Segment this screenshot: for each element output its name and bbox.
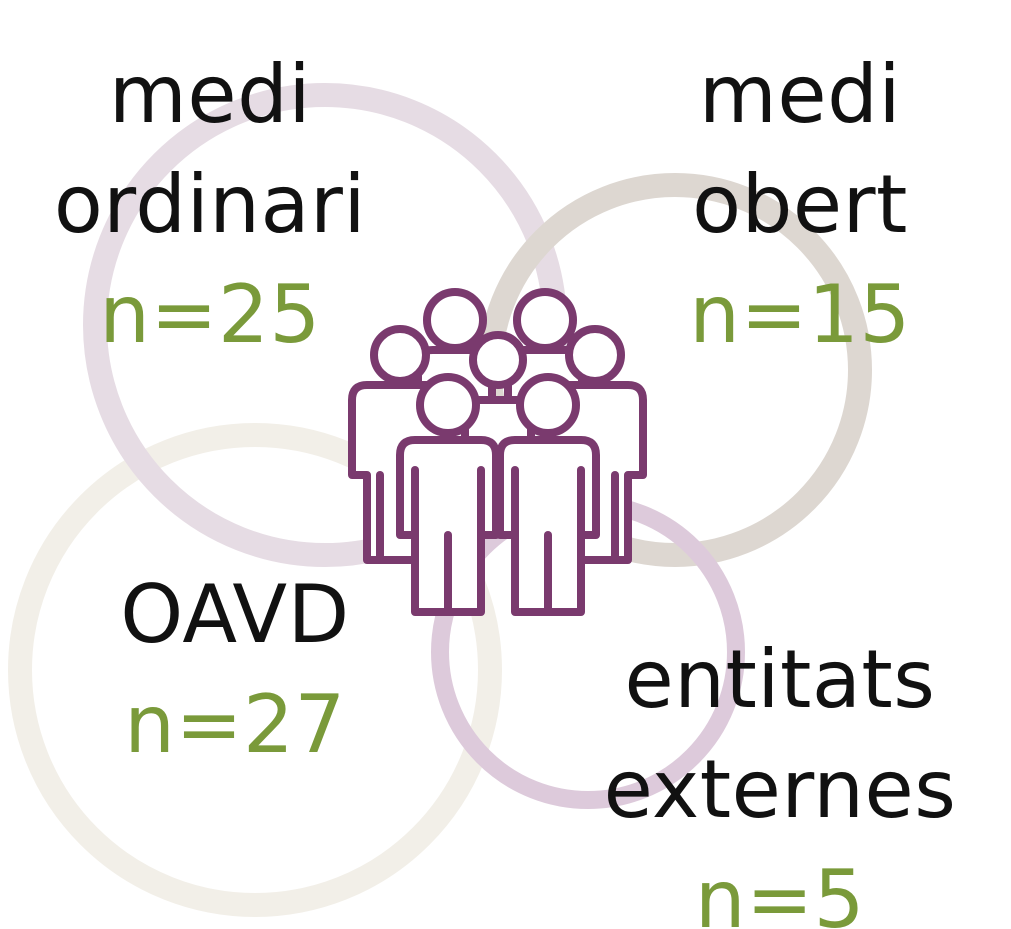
- group-entitats-line1: entitats: [624, 633, 936, 726]
- group-obert-line2: obert: [692, 158, 908, 251]
- group-ordinari-line1: medi: [108, 48, 312, 141]
- group-oavd-count: n=27: [124, 678, 346, 771]
- group-ordinari-count: n=25: [99, 268, 321, 361]
- person-front-right: [496, 373, 600, 616]
- group-ordinari-line2: ordinari: [53, 158, 367, 251]
- group-obert-count: n=15: [689, 268, 911, 361]
- group-entitats-externes: entitats externes n=5: [580, 625, 980, 929]
- group-obert-line1: medi: [698, 48, 902, 141]
- group-oavd: OAVD n=27: [65, 560, 405, 780]
- ring-oavd: [8, 423, 502, 917]
- group-of-people-icon: [348, 288, 647, 616]
- group-oavd-line1: OAVD: [120, 568, 350, 661]
- group-entitats-line2: externes: [603, 743, 957, 836]
- group-medi-ordinari: medi ordinari n=25: [30, 40, 390, 370]
- group-medi-obert: medi obert n=15: [620, 40, 980, 370]
- group-entitats-count: n=5: [694, 853, 866, 929]
- person-front-left: [396, 373, 500, 616]
